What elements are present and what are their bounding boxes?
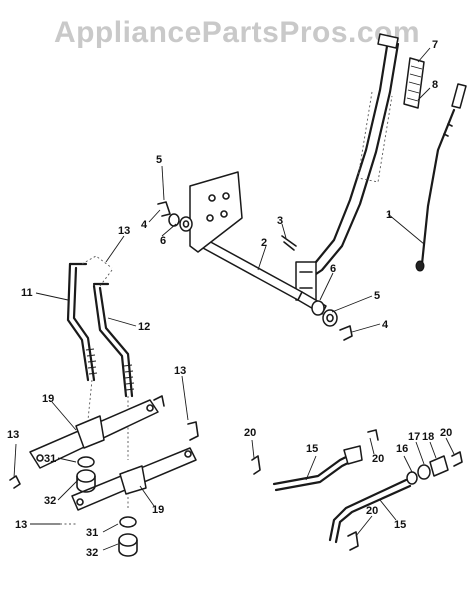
callout-32-upper: 32 bbox=[44, 495, 56, 507]
mounting-bracket bbox=[189, 171, 243, 253]
clip-20-d bbox=[347, 531, 359, 551]
callout-4-left: 4 bbox=[141, 219, 148, 231]
watermark-text: AppliancePartsPros.com bbox=[54, 16, 420, 49]
callout-13-top: 13 bbox=[118, 225, 130, 237]
callout-6-left: 6 bbox=[160, 235, 166, 247]
callout-3: 3 bbox=[277, 215, 283, 227]
callout-7: 7 bbox=[432, 39, 438, 51]
clip-20-c bbox=[451, 451, 463, 467]
adjustment-rod bbox=[415, 83, 467, 272]
callout-19-upper: 19 bbox=[42, 393, 54, 405]
callout-4-right: 4 bbox=[382, 319, 389, 331]
callout-18: 18 bbox=[422, 431, 434, 443]
callout-8: 8 bbox=[432, 79, 438, 91]
callout-12: 12 bbox=[138, 321, 150, 333]
callout-20-c: 20 bbox=[440, 427, 452, 439]
spacer-set-lower bbox=[118, 516, 138, 557]
clip-20-b bbox=[367, 429, 379, 441]
callout-20-d: 20 bbox=[366, 505, 378, 517]
callout-5-left: 5 bbox=[156, 154, 162, 166]
right-bushings bbox=[311, 300, 353, 341]
lift-arm-lower bbox=[71, 447, 197, 511]
link-rod-lower bbox=[328, 478, 412, 544]
connector-dashes-upper bbox=[81, 255, 113, 287]
lift-link-12 bbox=[92, 282, 135, 398]
callout-32-lower: 32 bbox=[86, 547, 98, 559]
lift-arm-upper bbox=[29, 399, 159, 469]
callout-15-lower: 15 bbox=[394, 519, 406, 531]
callout-20-b: 20 bbox=[372, 453, 384, 465]
callout-5-right: 5 bbox=[374, 290, 380, 302]
callout-17: 17 bbox=[408, 431, 420, 443]
cotter-pin bbox=[281, 235, 297, 251]
leader-lines bbox=[13, 47, 455, 551]
callout-13-bottom: 13 bbox=[15, 519, 27, 531]
adjuster-hardware bbox=[406, 455, 449, 485]
link-rod-upper bbox=[272, 445, 363, 492]
callout-16: 16 bbox=[396, 443, 408, 455]
spacer-set-upper bbox=[76, 456, 96, 493]
callout-13-right: 13 bbox=[174, 365, 186, 377]
lift-lever bbox=[295, 33, 400, 301]
callout-15-upper: 15 bbox=[306, 443, 318, 455]
callout-13-left: 13 bbox=[7, 429, 19, 441]
callout-2: 2 bbox=[261, 237, 267, 249]
callout-labels: 1 2 3 4 4 5 5 6 6 7 8 11 12 13 13 13 13 … bbox=[7, 39, 452, 559]
callout-20-a: 20 bbox=[244, 427, 256, 439]
left-bushings bbox=[157, 201, 193, 232]
callout-6-right: 6 bbox=[330, 263, 336, 275]
clip-right bbox=[153, 395, 199, 441]
lift-link-11 bbox=[66, 262, 98, 382]
callout-19-lower: 19 bbox=[152, 504, 164, 516]
handle-grip bbox=[403, 57, 425, 109]
callout-1: 1 bbox=[386, 209, 392, 221]
clip-20-a bbox=[251, 455, 261, 475]
callout-11: 11 bbox=[21, 287, 33, 299]
callout-31-lower: 31 bbox=[86, 527, 98, 539]
clip-left bbox=[9, 475, 21, 489]
callout-31-upper: 31 bbox=[44, 453, 56, 465]
